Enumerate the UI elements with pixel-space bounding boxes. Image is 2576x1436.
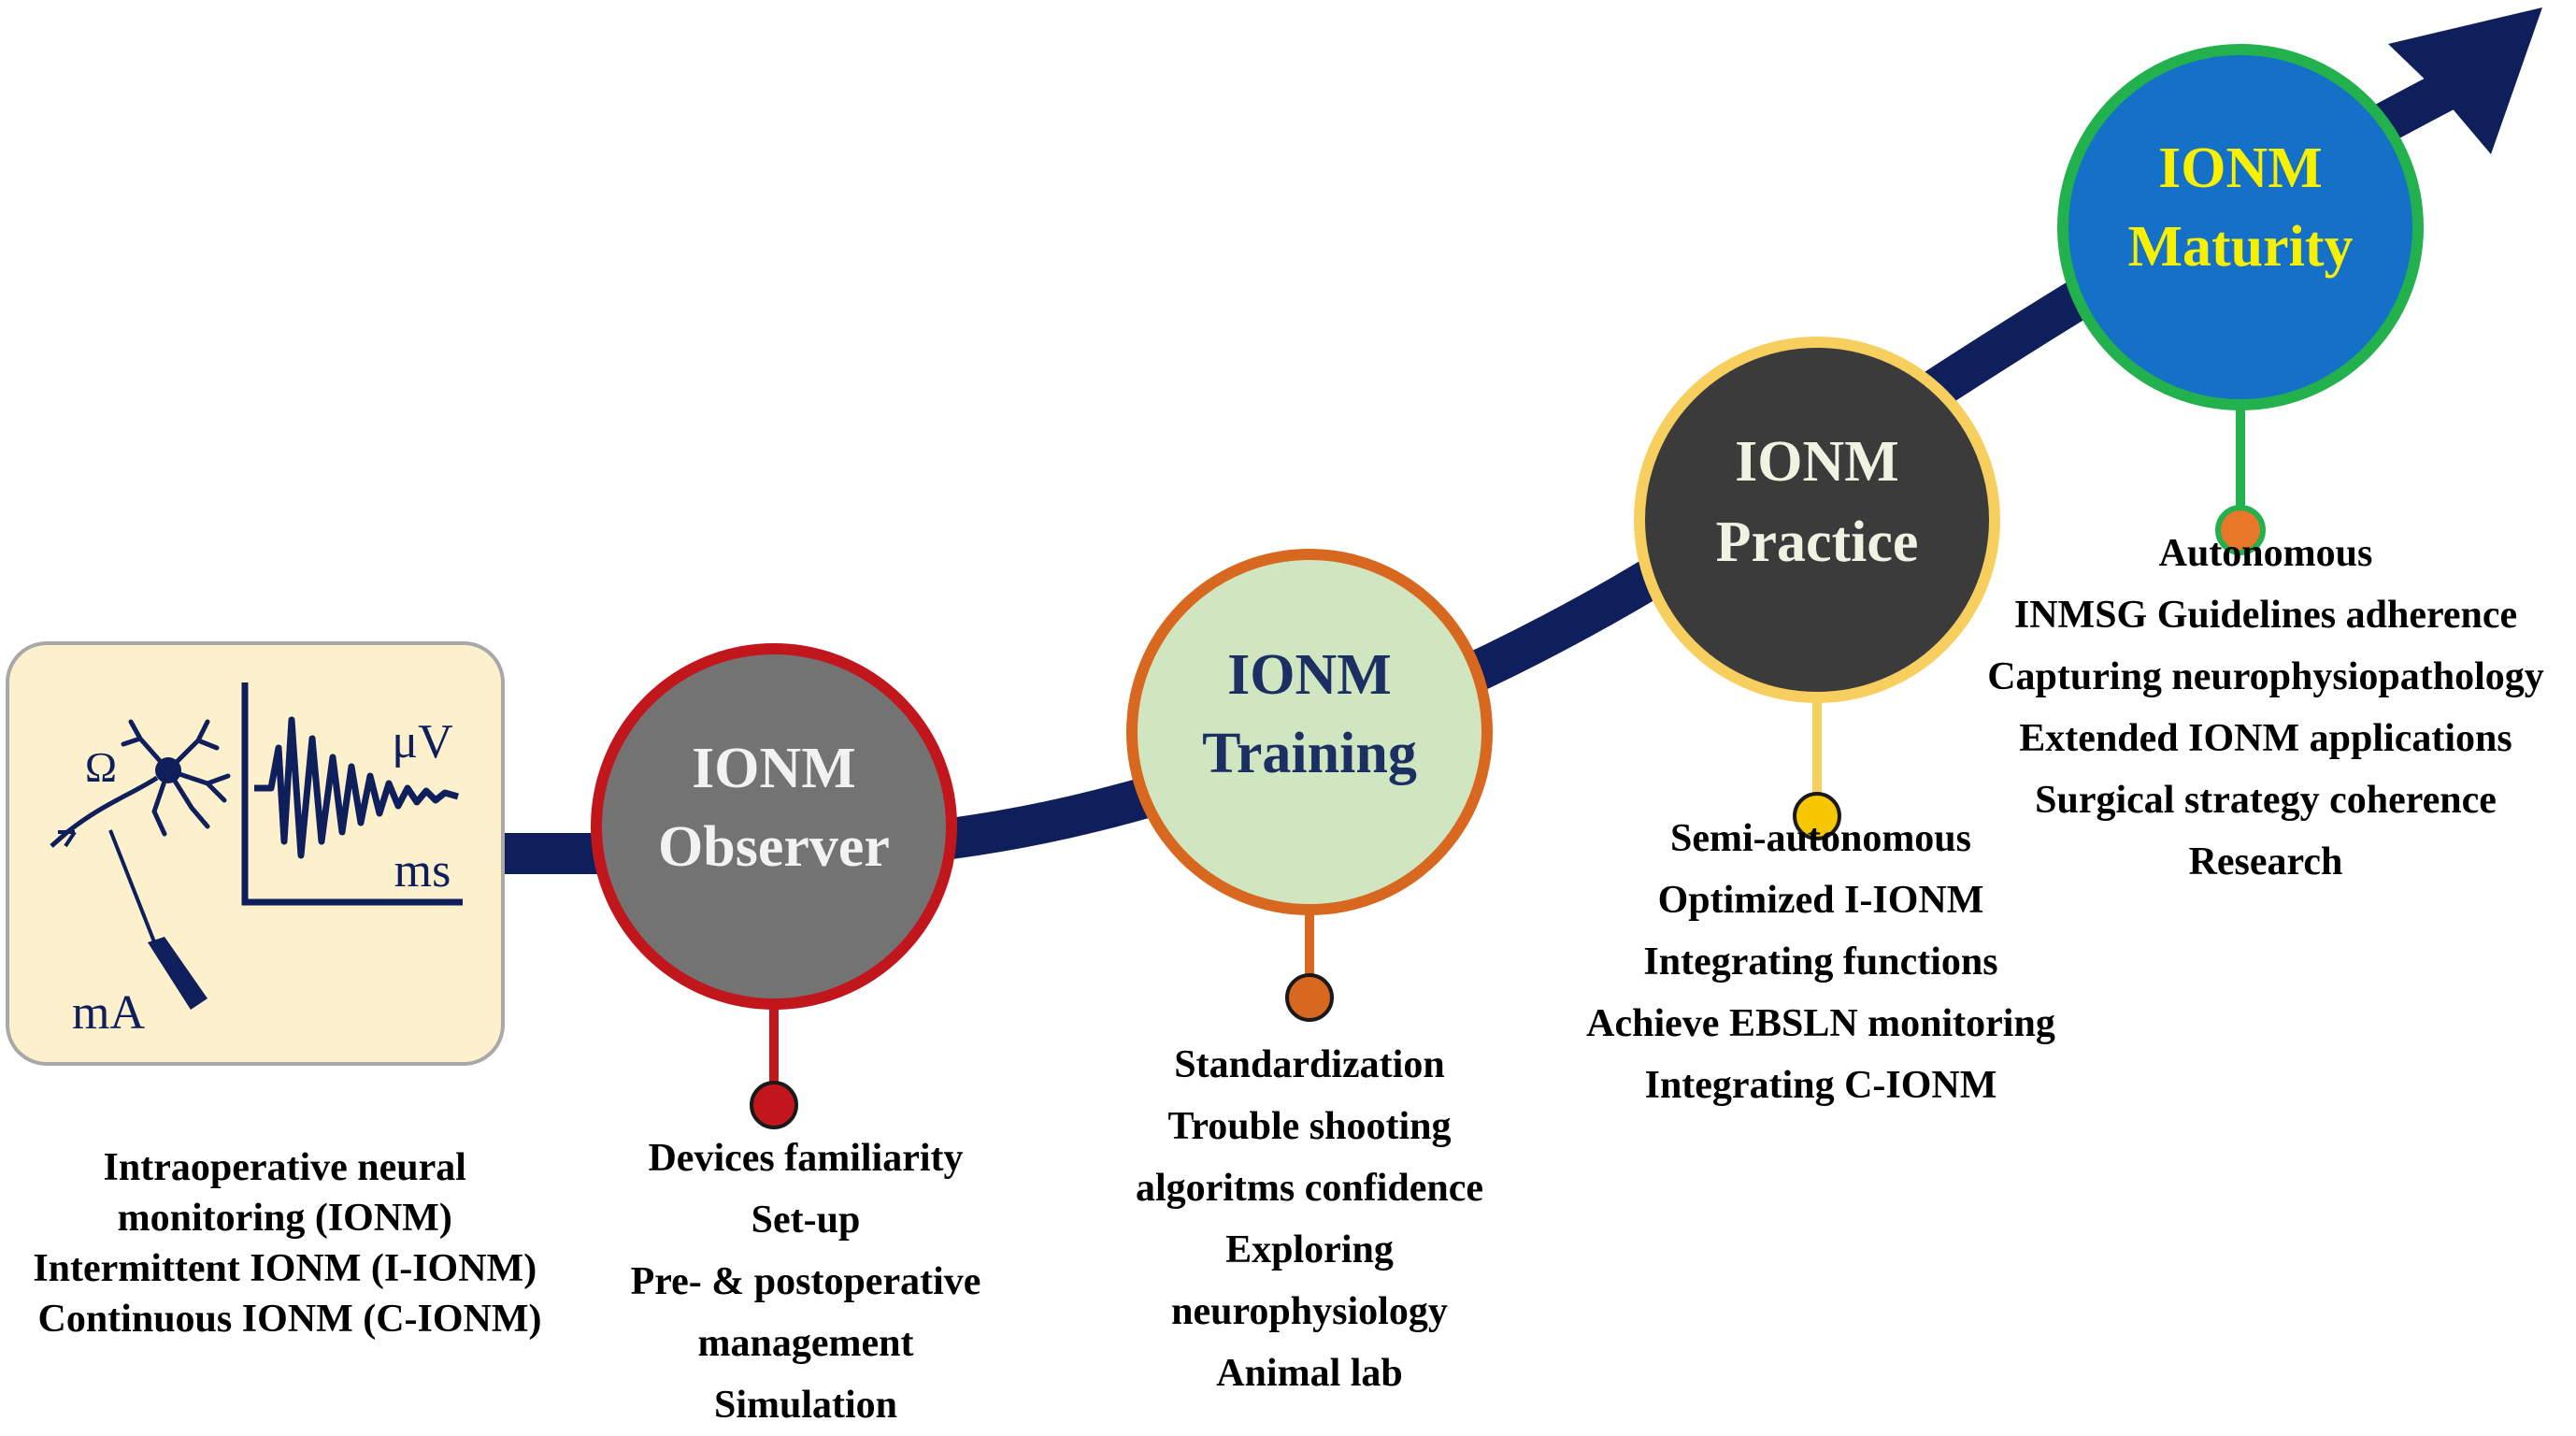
stage-observer-title: IONM — [692, 737, 856, 800]
stage-training-circle — [1126, 549, 1493, 915]
stage-maturity-circle — [2057, 44, 2424, 410]
stage-observer-item: Devices familiarity — [648, 1137, 963, 1180]
stage-maturity-item: Surgical strategy coherence — [2035, 779, 2497, 822]
stage-maturity-dot — [2215, 505, 2266, 555]
stage-training-item: Standardization — [1174, 1043, 1444, 1086]
stage-training-item: Animal lab — [1216, 1352, 1403, 1395]
stage-observer-item: Set-up — [751, 1199, 861, 1242]
ionm-description-line: Continuous IONM (C-IONM) — [37, 1298, 541, 1341]
stage-training-item: Trouble shooting — [1167, 1105, 1451, 1148]
stage-maturity-item: Autonomous — [2159, 532, 2373, 575]
stage-maturity-item: Extended IONM applications — [2019, 717, 2512, 760]
stage-practice-item: Integrating C-IONM — [1645, 1064, 1997, 1107]
stage-training-dot — [1285, 973, 1334, 1022]
ionm-description-line: monitoring (IONM) — [118, 1197, 452, 1240]
stage-maturity-item: Capturing neurophysiopathology — [1987, 655, 2544, 698]
milliseconds-symbol: ms — [394, 844, 451, 898]
ohm-symbol: Ω — [85, 743, 117, 791]
ionm-icon-panel: Ω μV ms mA — [6, 641, 505, 1066]
ionm-icon-box — [6, 641, 505, 1066]
stage-practice-title: IONM — [1735, 430, 1899, 494]
stage-practice-circle — [1634, 337, 2000, 703]
stage-observer-dot — [750, 1081, 798, 1129]
stimulation-probe-icon — [108, 829, 208, 1010]
stage-maturity-item: INMSG Guidelines adherence — [2014, 594, 2517, 637]
stage-maturity-title: IONM — [2158, 136, 2323, 200]
stage-training-item: algoritms confidence — [1136, 1167, 1483, 1210]
stage-maturity-title: Maturity — [2127, 215, 2353, 279]
ionm-description-line: Intraoperative neural — [104, 1146, 466, 1189]
ionm-description: Intraoperative neural monitoring (IONM) … — [33, 1146, 546, 1341]
stage-practice-item: Integrating functions — [1643, 941, 1997, 984]
stage-practice-item: Semi-autonomous — [1670, 817, 1971, 860]
stage-training-item: neurophysiology — [1171, 1290, 1448, 1333]
stage-observer-item: Pre- & postoperative — [631, 1260, 981, 1303]
stage-practice-title: Practice — [1716, 510, 1919, 574]
milliamp-symbol: mA — [72, 986, 145, 1040]
stage-observer-item: Simulation — [714, 1384, 897, 1427]
neuron-icon — [50, 719, 231, 848]
stage-maturity-item: Research — [2189, 840, 2343, 883]
stage-training-item: Exploring — [1225, 1228, 1394, 1271]
evoked-waveform — [254, 716, 459, 859]
stage-observer-title: Observer — [658, 815, 890, 879]
stage-practice-dot — [1793, 792, 1841, 840]
stage-practice-item: Optimized I-IONM — [1658, 879, 1984, 922]
stage-observer-item: management — [698, 1322, 914, 1365]
waveform-axes — [241, 682, 463, 906]
microvolt-symbol: μV — [392, 715, 452, 768]
progress-arrow-head — [2388, 7, 2542, 154]
stage-practice-item: Achieve EBSLN monitoring — [1586, 1002, 2055, 1045]
stage-training-title: IONM — [1227, 643, 1392, 707]
stage-observer-circle — [591, 643, 957, 1010]
stage-training-title: Training — [1202, 722, 1417, 785]
ionm-description-line: Intermittent IONM (I-IONM) — [33, 1247, 537, 1290]
